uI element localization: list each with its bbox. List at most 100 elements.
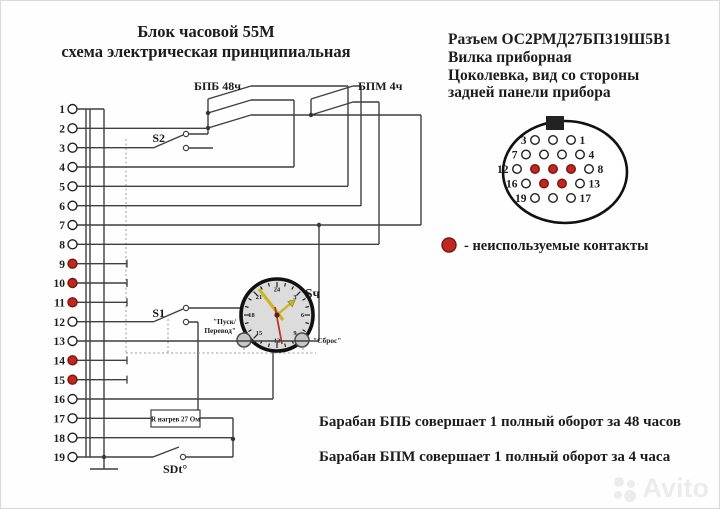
clock-tick: [248, 329, 252, 333]
connector-pin: [566, 134, 577, 145]
start-button-label-line1: "Пуск/: [213, 317, 237, 326]
pin-terminal: [67, 142, 78, 153]
connector-pin-label: 12: [497, 164, 509, 176]
pin-terminal: [67, 413, 78, 424]
clock-tick: [253, 291, 258, 296]
page-subtitle: схема электрическая принципиальная: [61, 42, 350, 61]
dial-number: 21: [256, 294, 262, 301]
connector-key: [546, 116, 564, 130]
connector-pin-label: 3: [521, 135, 527, 147]
pin-number: 15: [54, 375, 66, 387]
pin-number: 8: [59, 240, 65, 252]
clock-tick: [302, 297, 306, 301]
connector-pin: [557, 149, 568, 160]
pin-terminal: [67, 219, 78, 231]
pin-terminal: [67, 316, 78, 327]
pin-terminal: [67, 393, 78, 405]
unused-pin-terminal: [67, 355, 78, 366]
page-title: Блок часовой 55М: [137, 22, 275, 41]
clock-tick: [291, 286, 295, 290]
connector-header: Разъем ОС2РМД27БП319Ш5В1 Вилка приборная…: [448, 31, 671, 101]
connector-pin-label: 16: [506, 179, 518, 191]
connector-unused-pin: [566, 163, 577, 174]
connector-pin-label: 8: [598, 164, 604, 176]
pin-terminal: [67, 239, 78, 250]
pin-number: 3: [59, 143, 65, 155]
connector-pin: [575, 178, 586, 189]
pin-number: 5: [59, 182, 65, 194]
notes: Барабан БПБ совершает 1 полный оборот за…: [319, 414, 681, 465]
pin-terminal: [67, 181, 78, 192]
connector-pin: [548, 134, 559, 145]
pin-terminal: [67, 103, 78, 115]
connector-unused-pin: [557, 178, 568, 189]
resistor-label: R нагрев 27 Ом: [151, 416, 200, 424]
resistor-box: R нагрев 27 Ом: [150, 409, 201, 428]
dial-number: 15: [256, 330, 262, 337]
clock-tick: [284, 282, 287, 287]
avito-logo-dots: [613, 476, 636, 502]
connector-unused-pin: [539, 178, 550, 189]
pin-number: 19: [54, 452, 66, 464]
mechanical-link-dotted-lines: [125, 139, 316, 354]
switch-s2-label: S2: [152, 131, 165, 145]
pin-terminal: [67, 123, 78, 134]
pin-number: 18: [54, 433, 66, 445]
pin-number: 16: [54, 394, 66, 406]
connector-type: Вилка приборная: [448, 49, 572, 66]
clock-center: [274, 312, 280, 318]
connector-pin: [521, 178, 532, 189]
connector-pin: [521, 149, 532, 160]
switch-sdt-label: SDt°: [163, 462, 187, 476]
pin-number: 2: [59, 124, 65, 136]
dial-number: 9: [293, 330, 296, 337]
dial-number: 18: [248, 312, 254, 319]
clock-tick: [248, 297, 252, 301]
connector-pin: [530, 134, 541, 145]
note-bpm: Барабан БПМ совершает 1 полный оборот за…: [319, 449, 671, 465]
pin-terminal: [67, 451, 78, 463]
clock-label: Sч: [305, 286, 321, 301]
legend: - неиспользуемые контакты: [441, 237, 648, 254]
pin-number: 4: [59, 162, 65, 174]
clock-tick: [253, 334, 258, 339]
clock-tick: [305, 322, 310, 325]
start-set-button: [236, 332, 252, 348]
pin-number: 9: [59, 259, 65, 271]
hour-hand: [276, 303, 291, 316]
switch-contacts: [179, 130, 190, 461]
connector-pin: [584, 163, 595, 174]
title-block: Блок часовой 55М схема электрическая при…: [61, 22, 350, 61]
dial-number: 3: [293, 294, 296, 301]
pin-number: 12: [54, 317, 66, 329]
switch-bpm-label: БПМ 4ч: [358, 79, 403, 93]
pin-number: 6: [59, 201, 65, 213]
unused-pin-terminal: [67, 297, 78, 308]
pin-terminal: [67, 432, 78, 443]
pin-number: 7: [59, 220, 65, 232]
clock-tick: [259, 286, 263, 290]
connector-unused-pin: [548, 163, 559, 174]
pin-number: 11: [54, 298, 65, 310]
connector-pin: [548, 192, 559, 203]
pin-number: 13: [54, 336, 66, 348]
pin-terminal: [67, 335, 78, 347]
pin-number: 1: [59, 104, 65, 116]
start-button-label-line2: Перевод": [204, 326, 236, 335]
s1-contact: [182, 304, 190, 312]
connector-pin: [575, 149, 586, 160]
dial-number: 6: [301, 312, 305, 319]
connector-pin: [539, 149, 550, 160]
wire-paths: [85, 85, 422, 470]
connector-pin: [512, 163, 523, 174]
connector-pin-label: 4: [589, 150, 595, 162]
hour-hand-arrow: [287, 299, 296, 308]
s2-contact: [182, 130, 190, 138]
clock-tick: [284, 343, 287, 348]
connector-pin: [530, 192, 541, 203]
note-bpb: Барабан БПБ совершает 1 полный оборот за…: [319, 414, 681, 430]
clock-tick: [244, 322, 249, 325]
